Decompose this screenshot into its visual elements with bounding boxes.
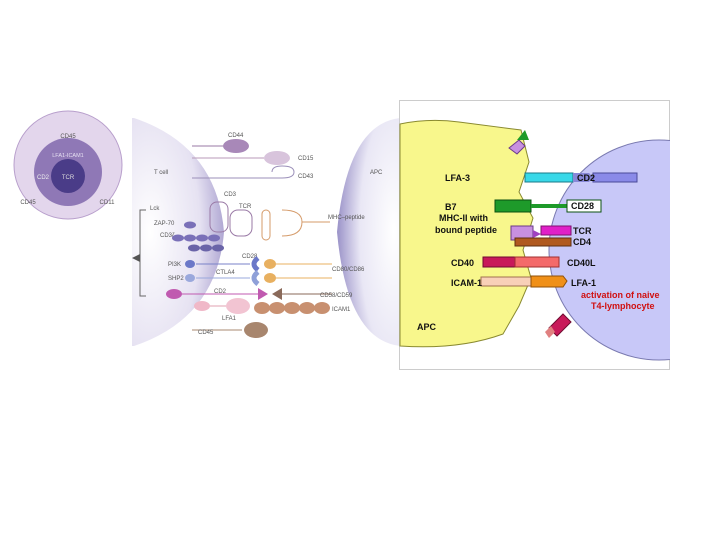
- icam1-bead-4: [299, 302, 315, 314]
- icam1-bead-3: [284, 302, 300, 314]
- cd40l-label: CD40L: [567, 258, 596, 268]
- tcr-label: TCR: [239, 204, 252, 210]
- synapse-ring-diagram: CD45 LFA1-ICAM1 CD2 TCR CD45 CD11: [13, 110, 123, 220]
- activation-arrow-bottom: [545, 313, 572, 338]
- cd44-molecule: [223, 139, 249, 153]
- b7-label: B7: [445, 202, 457, 212]
- cd58-head: [272, 288, 282, 300]
- cd3-molecule: [209, 201, 229, 233]
- mhc-label-line2: bound peptide: [435, 225, 497, 235]
- cd2-tail: [166, 289, 182, 299]
- cd3z-molecule-2: [184, 234, 196, 242]
- lfa1-label-right: LFA-1: [571, 278, 596, 288]
- cd3z-molecule-3: [196, 234, 208, 242]
- b7-stalk: [531, 204, 591, 208]
- activation-label-line2: T4-lymphocyte: [591, 301, 655, 311]
- b7-molecule: [494, 199, 532, 213]
- cd58-label: CD58/CD59: [320, 293, 353, 299]
- molecular-interaction-panel: T cell APC CD44 CD15 CD43 CD3 TCR MHC–pe…: [132, 118, 400, 346]
- cd2-label-right: CD2: [577, 173, 595, 183]
- ctla4-label: CTLA4: [216, 270, 235, 276]
- signal-molecule-2: [200, 244, 212, 252]
- lfa3-molecule: [524, 172, 574, 183]
- lfa1-molecule: [226, 298, 250, 314]
- cd3z-label: CD3ζ: [160, 233, 175, 239]
- cd4-label: CD4: [573, 237, 591, 247]
- cd43-molecule: [192, 165, 295, 179]
- icam1-label-right: ICAM-1: [451, 278, 482, 288]
- cd2-connector: [573, 173, 593, 182]
- icam1-bead-2: [269, 302, 285, 314]
- cd28-label: CD28: [242, 254, 258, 260]
- icam1-molecule: [480, 276, 532, 287]
- cd2-head: [258, 288, 268, 300]
- cd86-ligand: [264, 273, 276, 283]
- ring-label-left: CD2: [37, 175, 50, 181]
- cd2-label: CD2: [214, 289, 227, 295]
- mhc-label-line1: MHC-II with: [439, 213, 488, 223]
- signal-molecule-1: [188, 244, 200, 252]
- cd15-molecule: [264, 151, 290, 165]
- signaling-bracket: [139, 209, 146, 297]
- zap70-molecule: [184, 221, 196, 229]
- activation-arrow-top: [508, 130, 529, 155]
- cd28-receptor: [251, 256, 260, 272]
- cd40-label: CD40: [451, 258, 474, 268]
- tcr-label-right: TCR: [573, 226, 592, 236]
- mhc-peptide-label: MHC–peptide: [328, 215, 365, 221]
- ring-label-bottom-left: CD45: [20, 200, 36, 206]
- signaling-arrow: [132, 254, 140, 262]
- apc-body: [337, 118, 400, 346]
- ring-label-outer: CD45: [60, 134, 76, 140]
- tcr-molecule: [229, 209, 253, 237]
- cd15-label: CD15: [298, 156, 314, 162]
- icam1-bead-5: [314, 302, 330, 314]
- cd3z-molecule-1: [172, 234, 184, 242]
- mhc-molecule: [281, 209, 303, 237]
- lck-label: Lck: [150, 206, 160, 212]
- ring-label-bottom-right: CD11: [100, 200, 116, 206]
- lfa1-tail: [194, 301, 210, 311]
- pi3k-molecule: [185, 260, 195, 268]
- t-cell-label: T cell: [154, 170, 168, 176]
- cd45-label: CD45: [198, 330, 214, 336]
- cd3z-molecule-4: [208, 234, 220, 242]
- icam1-label: ICAM1: [332, 307, 351, 313]
- lfa1-molecule-right: [530, 275, 568, 288]
- apc-t4-panel: LFA-3 CD2 B7 CD28 MHC-II with bound pept…: [399, 100, 670, 370]
- pi3k-label: PI3K: [168, 262, 181, 268]
- mhc-stem: [261, 209, 271, 241]
- cd44-label: CD44: [228, 133, 244, 139]
- ring-label-center: TCR: [62, 175, 75, 181]
- zap70-label: ZAP-70: [154, 221, 175, 227]
- cd3-label: CD3: [224, 192, 237, 198]
- bound-peptide: [533, 230, 541, 238]
- t-cell-body: [132, 118, 224, 346]
- ring-center: [51, 159, 85, 193]
- t-lymphocyte-body: [548, 139, 670, 361]
- cd80-ligand: [264, 259, 276, 269]
- cd80-cd86-label: CD80/CD86: [332, 267, 365, 273]
- cd45-molecule: [244, 322, 268, 338]
- tcr-molecule-right: [540, 225, 572, 236]
- apc-label-right: APC: [417, 322, 437, 332]
- apc-label: APC: [370, 170, 383, 176]
- cd28-label-right: CD28: [571, 201, 594, 211]
- shp2-molecule: [185, 274, 195, 282]
- activation-label-line1: activation of naive: [581, 290, 660, 300]
- cd40-molecule: [482, 256, 516, 268]
- cd40l-molecule: [514, 256, 560, 268]
- ring-label-inner-top: LFA1-ICAM1: [52, 153, 83, 159]
- lfa3-label: LFA-3: [445, 173, 470, 183]
- shp2-label: SHP2: [168, 276, 184, 282]
- cd4-molecule: [514, 237, 572, 247]
- lfa1-label: LFA1: [222, 316, 237, 322]
- cd28-molecule-right: [566, 199, 602, 213]
- ctla4-receptor: [251, 270, 260, 286]
- cd43-label: CD43: [298, 174, 314, 180]
- icam1-bead-1: [254, 302, 270, 314]
- cd2-molecule: [592, 172, 638, 183]
- signal-molecule-3: [212, 244, 224, 252]
